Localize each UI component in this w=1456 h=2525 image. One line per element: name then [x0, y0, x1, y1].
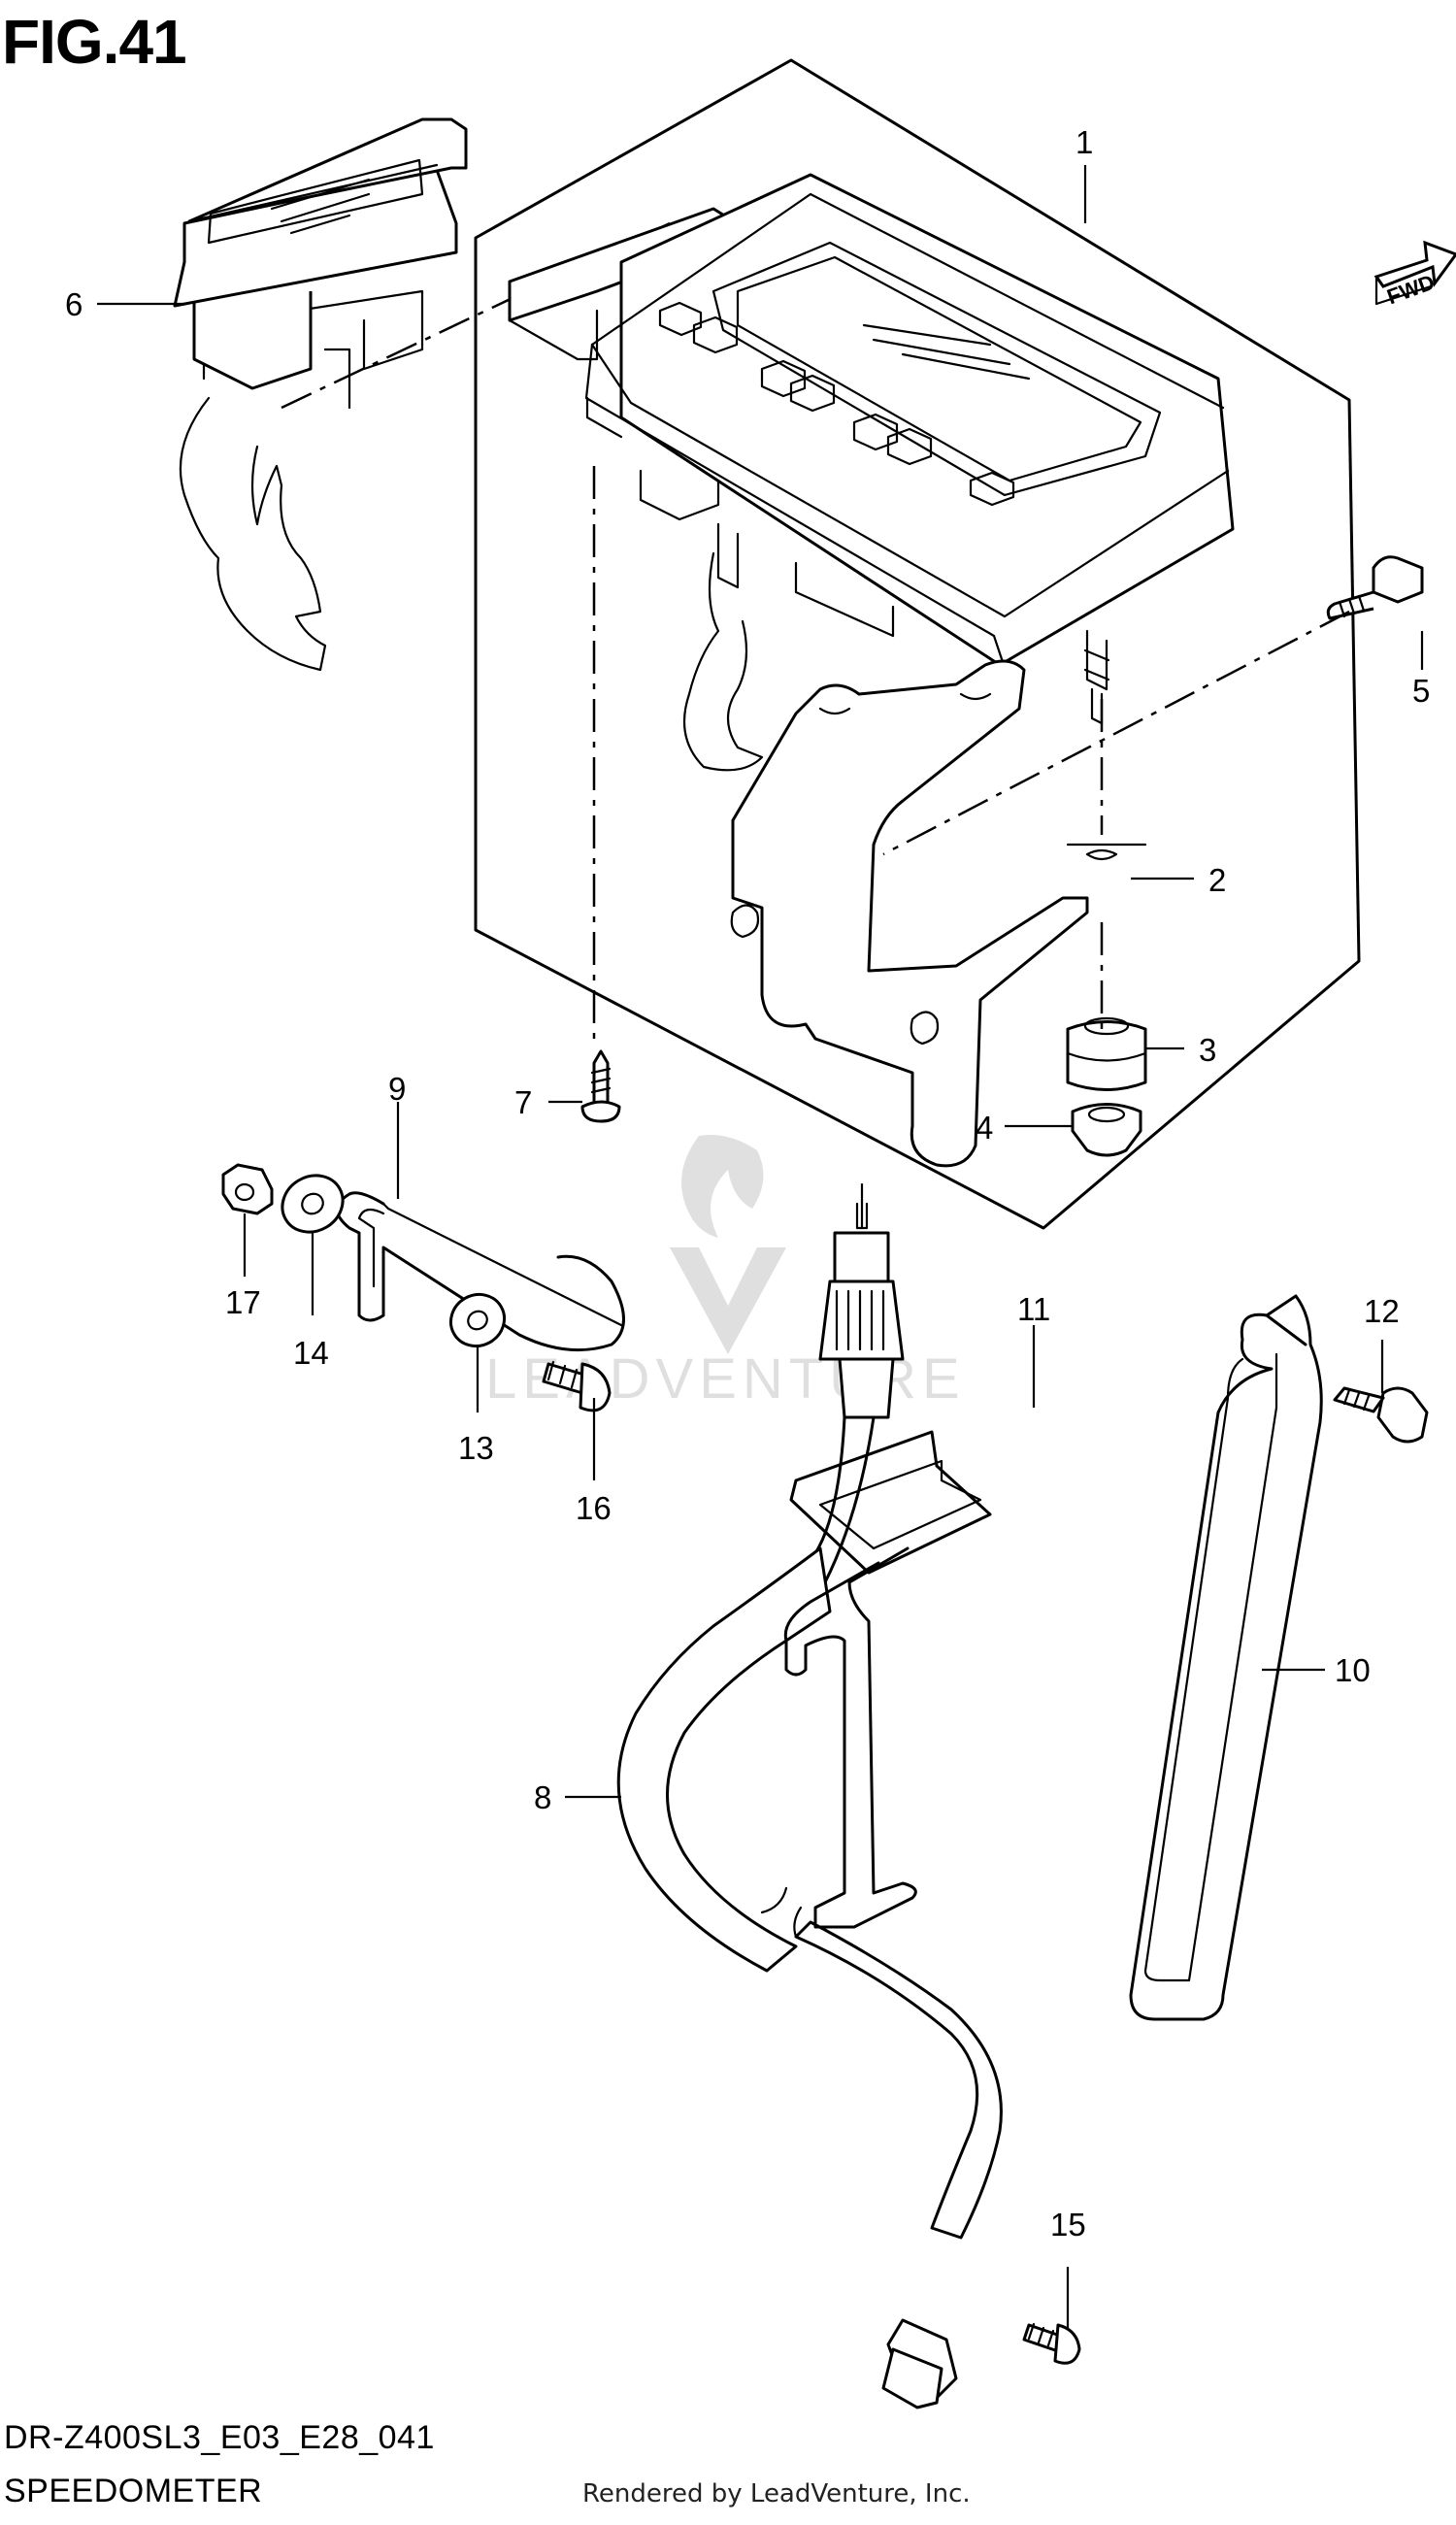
screw-15 [1022, 2322, 1081, 2365]
wire-clip-9 [336, 1191, 625, 1352]
rendered-by-credit: Rendered by LeadVenture, Inc. [582, 2479, 971, 2508]
callout-8: 8 [534, 1779, 551, 1815]
figure-name: SPEEDOMETER [4, 2473, 263, 2509]
band-10 [1129, 1294, 1323, 2021]
callout-12: 12 [1364, 1293, 1400, 1329]
callout-10: 10 [1335, 1652, 1371, 1688]
nut-17 [221, 1163, 274, 1215]
washer-13 [448, 1292, 507, 1348]
callout-11: 11 [1017, 1291, 1050, 1327]
callout-numbers: 1 2 3 4 5 6 7 8 9 10 11 12 13 14 15 16 1… [65, 124, 1430, 2243]
callout-6: 6 [65, 286, 83, 322]
bolt-5 [1326, 555, 1424, 620]
screw-16 [542, 1360, 612, 1412]
assembly-boundary [474, 58, 1361, 1230]
callout-5: 5 [1412, 673, 1430, 709]
callout-16: 16 [576, 1490, 612, 1526]
screw-7 [580, 1049, 621, 1123]
callout-15: 15 [1050, 2207, 1086, 2243]
callout-13: 13 [458, 1430, 494, 1466]
callout-14: 14 [293, 1335, 329, 1371]
callout-4: 4 [976, 1110, 993, 1146]
clamp-11 [783, 1430, 992, 1929]
speedometer-body [508, 173, 1235, 772]
callout-3: 3 [1199, 1032, 1216, 1068]
figure-title: FIG.41 [2, 7, 187, 77]
speedometer-cable [616, 1182, 1003, 2409]
callout-17: 17 [225, 1284, 261, 1320]
washer-14 [281, 1174, 345, 1234]
callout-7: 7 [514, 1084, 532, 1120]
callout-1: 1 [1075, 124, 1093, 160]
meter-bracket [730, 659, 1147, 1168]
callout-leaders [97, 165, 1424, 2330]
bolt-12 [1333, 1386, 1429, 1444]
indicator-unit [173, 117, 671, 672]
callout-2: 2 [1208, 862, 1226, 898]
collar [1071, 1103, 1142, 1157]
fwd-arrow-icon: FWD [1373, 240, 1456, 309]
rubber-grommet [1066, 1016, 1147, 1091]
callout-9: 9 [388, 1071, 406, 1107]
figure-code: DR-Z400SL3_E03_E28_041 [4, 2419, 435, 2456]
